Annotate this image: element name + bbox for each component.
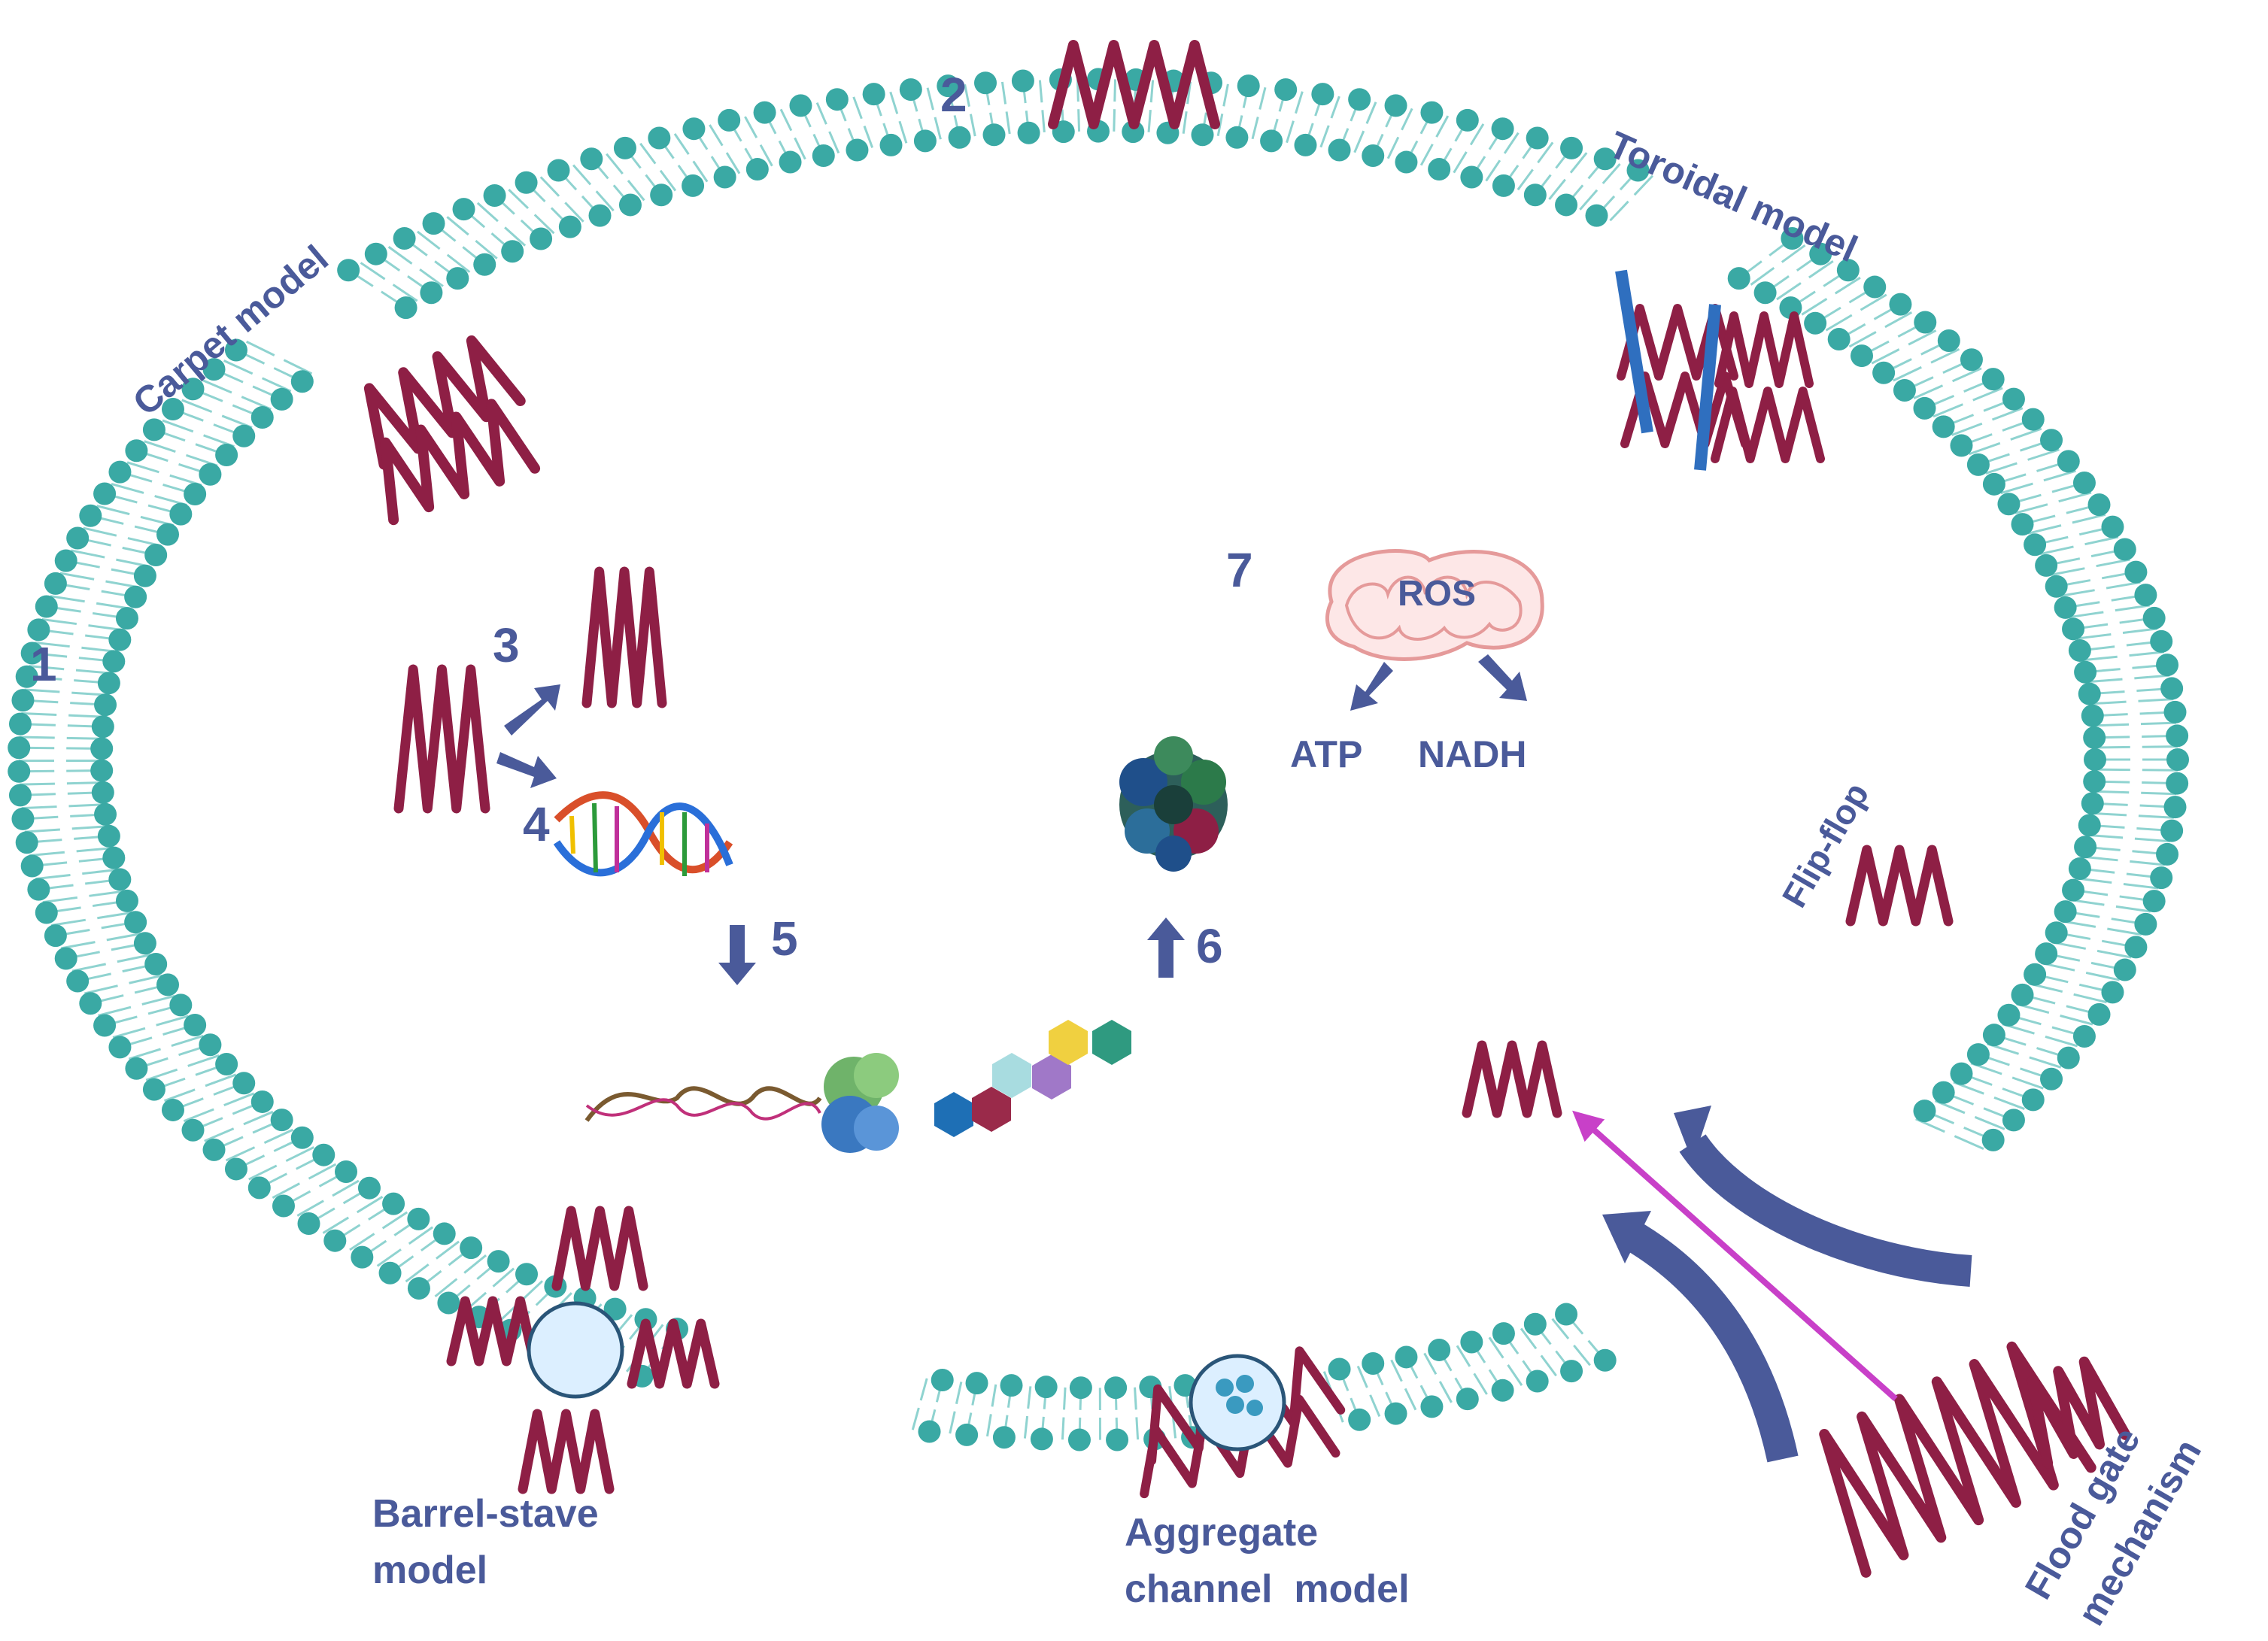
peptide-barrel-bottom [518,1409,615,1494]
peptide-internal-1 [393,664,490,814]
peptide-top [1048,40,1220,129]
ros-label: ROS [1398,574,1476,614]
dna-helix [553,791,733,877]
peptide-flood-2 [2027,1356,2131,1469]
carpet-model-label: Carpet model [125,237,336,423]
peptide-toroidal-3 [1714,311,1814,388]
step-number-5: 5 [771,911,798,966]
peptide-internal-2 [581,566,667,708]
step-number-7: 7 [1226,543,1253,597]
peptide-carpet-2 [380,399,541,526]
peptide-carpet-1 [363,335,526,470]
peptide-barrel-left [446,1296,539,1366]
hexagon-6 [1092,1020,1131,1065]
mitochondrion: ROS [1325,549,1544,661]
barrel-stave-label-line2: model [372,1548,487,1592]
step-number-1: 1 [30,637,57,691]
atp-label: ATP [1290,733,1362,775]
aggregate-channel-pore [1189,1354,1286,1451]
hexagon-4 [1032,1054,1071,1100]
mrna-ribosome [584,1053,899,1153]
step-number-4: 4 [523,797,550,851]
step-number-2: 2 [940,68,967,122]
peptide-flip-flop [1845,845,1954,927]
aggregate-label-line1: Aggregate [1125,1511,1318,1555]
aggregate-label-line2: channel model [1125,1567,1410,1611]
cell-membrane [8,68,2189,1451]
hexagon-3 [992,1053,1031,1098]
amino-acid-hexagons [934,1020,1131,1137]
membrane-top-segment [337,68,1654,320]
peptide-flood-1 [1819,1341,2096,1578]
toroidal-pore-bars [1615,269,1721,471]
peptide-released [1462,1040,1562,1118]
hexagon-2 [972,1087,1011,1132]
step-number-3: 3 [493,618,520,672]
membrane-right-segment [1727,226,2189,1151]
step-number-6: 6 [1196,919,1223,973]
nadh-label: NADH [1418,733,1526,775]
peptide-barrel-top [551,1206,648,1291]
flood-gate-arrows [1572,1106,1972,1463]
hexagon-5 [1049,1020,1088,1065]
hexagon-1 [934,1092,973,1137]
toroidal-model-label: Toroidal model [1603,123,1864,270]
pathway-arrows [496,654,1527,985]
membrane-bottom-right-segment [1322,1303,1617,1431]
peptide-toroidal-4 [1711,387,1825,463]
protein-aggregate [1119,736,1228,872]
peptide-barrel-right [627,1318,720,1389]
peptide-aggregate-2 [1140,1394,1340,1499]
membrane-bottom-middle-segment [911,1369,1241,1451]
barrel-stave-pore [527,1301,624,1399]
membrane-left-segment [8,338,689,1388]
barrel-stave-label-line1: Barrel-stave [372,1492,599,1536]
